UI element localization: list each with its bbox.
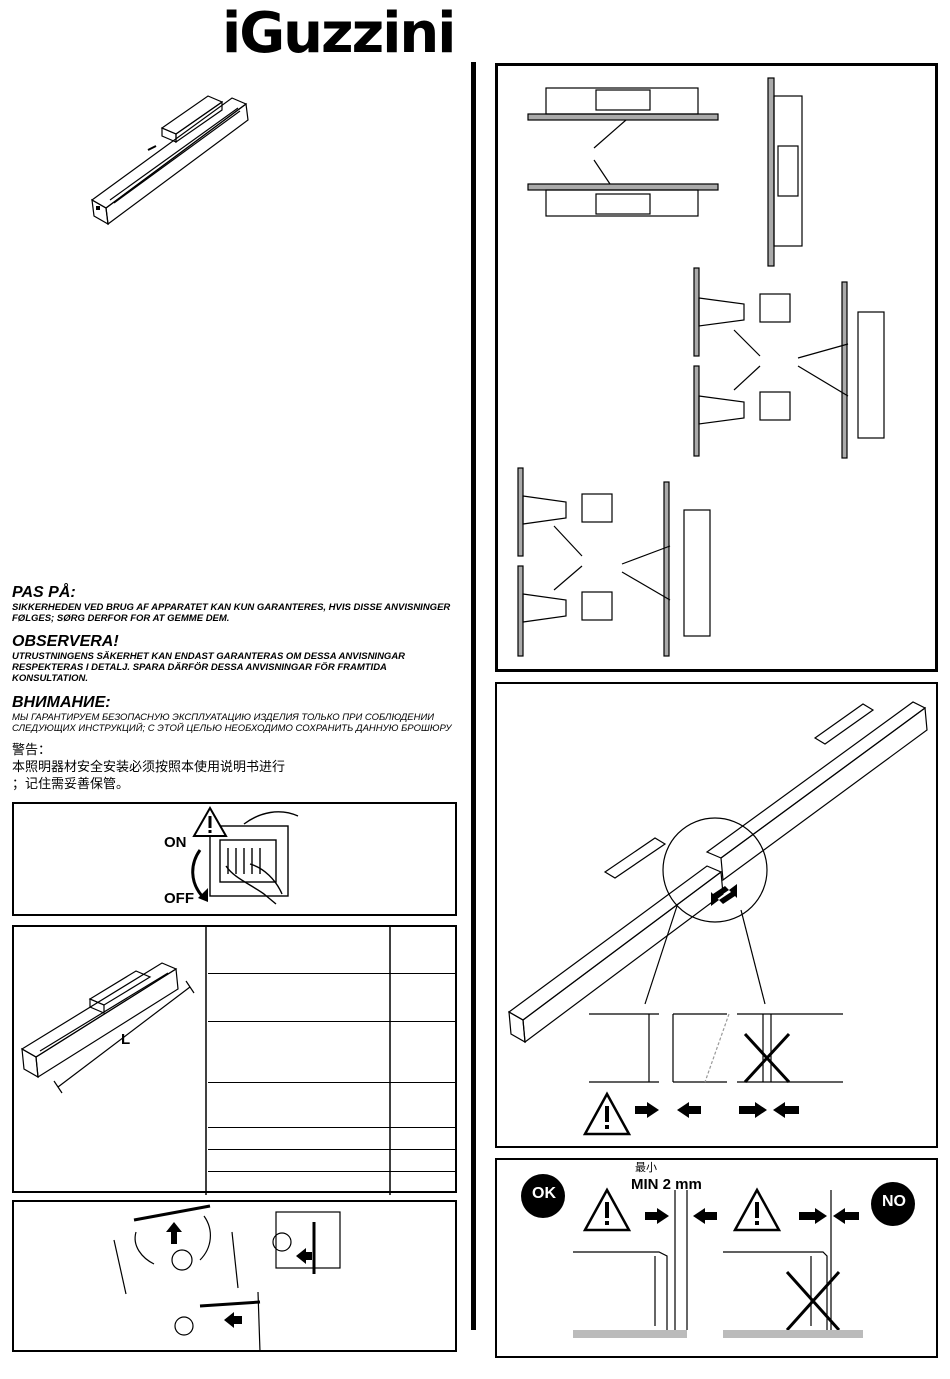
off-label: OFF xyxy=(164,890,194,907)
spec-row-divider xyxy=(208,1082,457,1083)
warning-russian-heading: ВНИМАНИЕ: xyxy=(12,694,111,711)
warning-triangle-icon xyxy=(582,1187,632,1232)
handling-panel xyxy=(12,1200,457,1353)
mounting-orientations-illustration xyxy=(517,77,885,657)
warning-russian: ВНИМАНИЕ: МЫ ГАРАНТИРУЕМ БЕЗОПАСНУЮ ЭКСП… xyxy=(12,694,458,734)
handling-illustration xyxy=(113,1204,341,1353)
warning-swedish-text: UTRUSTNINGENS SÄKERHET KAN ENDAST GARANT… xyxy=(12,651,406,684)
min-cn-label: 最小 xyxy=(635,1161,657,1174)
spec-row-divider xyxy=(208,1171,457,1172)
warning-chinese: 警告： 本照明器材安全安装必须按照本使用说明书进行 ；记住需妥善保管。 xyxy=(12,742,458,793)
ok-badge-icon xyxy=(521,1174,565,1218)
arrow-icon xyxy=(645,1208,859,1224)
power-switch-panel: ON OFF xyxy=(12,802,457,916)
minimum-gap-panel: OK NO 最小 MIN 2 mm xyxy=(495,1158,938,1358)
warning-chinese-heading: 警告： xyxy=(12,743,52,758)
warning-triangle-icon xyxy=(732,1187,782,1232)
warning-danish: PAS PÅ: SIKKERHEDEN VED BRUG AF APPARATE… xyxy=(12,584,458,624)
joining-illustration xyxy=(507,701,928,1136)
warning-russian-text: МЫ ГАРАНТИРУЕМ БЕЗОПАСНУЮ ЭКСПЛУАТАЦИЮ И… xyxy=(12,712,452,734)
no-badge-icon xyxy=(871,1182,915,1226)
mounting-orientations-panel xyxy=(495,63,938,672)
spec-row-divider xyxy=(208,1021,457,1022)
warning-danish-heading: PAS PÅ: xyxy=(12,584,76,601)
ok-label: OK xyxy=(532,1185,556,1202)
warning-danish-text: SIKKERHEDEN VED BRUG AF APPARATET KAN KU… xyxy=(12,602,451,624)
page-divider xyxy=(471,62,476,1330)
warning-triangle-icon xyxy=(582,1091,632,1136)
iguzzini-logo: iGuzzini xyxy=(222,1,456,66)
min-gap-label: MIN 2 mm xyxy=(631,1176,702,1193)
spec-row-divider xyxy=(208,973,457,974)
spec-row-divider xyxy=(208,1149,457,1150)
no-label: NO xyxy=(882,1193,906,1210)
dimension-illustration xyxy=(20,927,391,1195)
length-label: L xyxy=(121,1031,131,1048)
dimensions-panel: L xyxy=(12,925,457,1195)
warning-chinese-line2: ；记住需妥善保管。 xyxy=(12,777,130,792)
spec-row-divider xyxy=(208,1127,457,1128)
warning-triangle-icon xyxy=(192,805,228,837)
warning-swedish: OBSERVERA! UTRUSTNINGENS SÄKERHET KAN EN… xyxy=(12,633,458,684)
power-switch-illustration xyxy=(191,805,299,905)
minimum-gap-illustration xyxy=(521,1174,915,1338)
joining-panel xyxy=(495,682,938,1148)
warning-chinese-line1: 本照明器材安全安装必须按照本使用说明书进行 xyxy=(12,760,286,775)
on-label: ON xyxy=(164,834,187,851)
warning-swedish-heading: OBSERVERA! xyxy=(12,633,119,650)
arrow-icon xyxy=(635,884,799,1118)
